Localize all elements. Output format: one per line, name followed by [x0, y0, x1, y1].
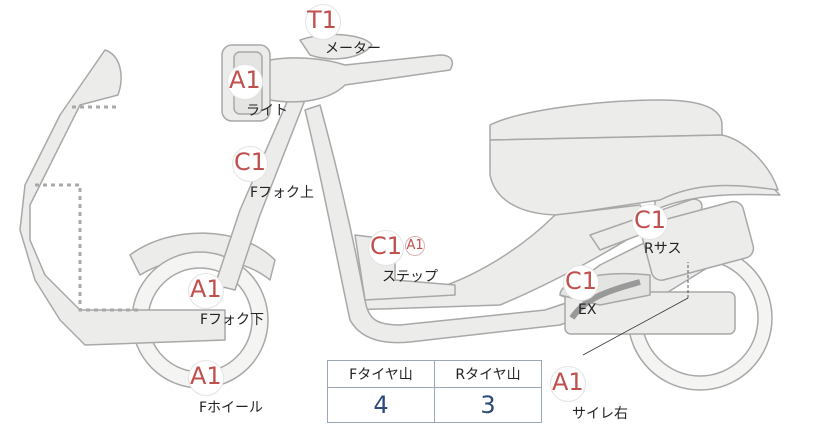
damage-code: C1 — [634, 206, 667, 234]
handlebar — [239, 54, 453, 103]
damage-code-secondary: A1 — [405, 236, 426, 256]
step-label: ステップ — [382, 269, 438, 285]
ffork-upper-tag[interactable]: C1 — [234, 148, 266, 176]
seat — [489, 99, 723, 141]
light-tag[interactable]: A1 — [229, 66, 261, 94]
damage-code: A1 — [552, 368, 584, 396]
muffler-right-label: サイレ右 — [572, 406, 628, 422]
ex-label: EX — [578, 302, 597, 318]
ffork-upper-label: Fフォク上 — [250, 185, 315, 201]
fwheel-tag[interactable]: A1 — [190, 362, 222, 390]
damage-code: A1 — [190, 362, 222, 390]
rear-tread-value: 3 — [434, 387, 542, 423]
badge-bg — [232, 146, 268, 182]
meter-tag[interactable]: T1 — [307, 6, 337, 34]
ffork-lower-tag[interactable]: A1 — [190, 275, 222, 303]
front-tread-value: 4 — [327, 387, 435, 423]
meter-label: メーター — [325, 41, 381, 57]
shock-body — [640, 200, 755, 281]
rsus-label: Rサス — [644, 241, 682, 257]
leg-shield — [19, 49, 226, 346]
badge-bg — [188, 360, 224, 396]
tread-depth-table: Fタイヤ山 Rタイヤ山 4 3 — [327, 360, 542, 423]
badge-bg — [305, 4, 341, 40]
damage-code: A1 — [229, 66, 261, 94]
front-tread-header: Fタイヤ山 — [327, 360, 435, 388]
badge-bg — [550, 366, 586, 402]
badge-bg — [368, 230, 404, 266]
rsus-tag[interactable]: C1 — [634, 206, 666, 234]
badge-bg — [632, 204, 668, 240]
damage-code: T1 — [307, 6, 337, 34]
damage-code: C1 — [234, 148, 267, 176]
damage-code: C1 — [370, 232, 403, 260]
step-tag[interactable]: C1 A1 — [370, 232, 426, 260]
muffler-right-tag[interactable]: A1 — [552, 368, 584, 396]
ffork-lower-label: Fフォク下 — [200, 312, 265, 328]
badge-bg — [563, 265, 599, 301]
damage-code: C1 — [565, 267, 598, 295]
ex-tag[interactable]: C1 — [565, 267, 597, 295]
badge-bg — [188, 273, 224, 309]
damage-code: A1 — [190, 275, 222, 303]
rear-tread-header: Rタイヤ山 — [434, 360, 542, 388]
light-label: ライト — [246, 103, 288, 119]
badge-bg — [227, 64, 263, 100]
fwheel-label: Fホイール — [199, 400, 264, 416]
rear-cowl — [489, 134, 779, 216]
